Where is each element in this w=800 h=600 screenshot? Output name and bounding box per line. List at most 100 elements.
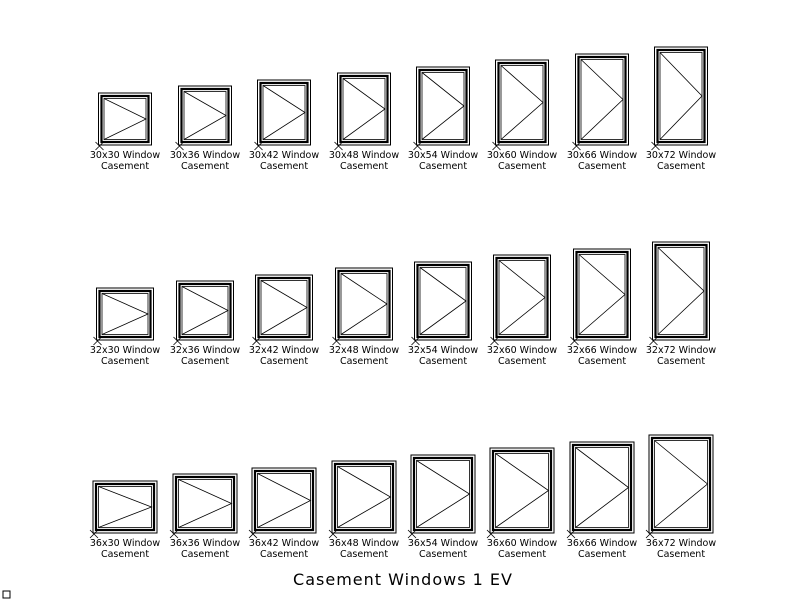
insertion-point-marker bbox=[651, 141, 660, 151]
window-label-type: Casement bbox=[260, 161, 308, 172]
window-label-size: 32x72 Window bbox=[646, 345, 717, 356]
window-label-type: Casement bbox=[260, 549, 308, 560]
window-label-type: Casement bbox=[578, 549, 626, 560]
window-outer-frame bbox=[575, 53, 629, 146]
swing-indicator bbox=[419, 267, 467, 335]
insertion-point-marker bbox=[175, 141, 184, 151]
window-label-size: 36x48 Window bbox=[329, 538, 400, 549]
window-sash bbox=[577, 55, 627, 144]
window-sash bbox=[495, 256, 549, 339]
insertion-point-marker bbox=[486, 529, 496, 539]
window-sash bbox=[650, 436, 712, 532]
window-outer-frame bbox=[96, 287, 154, 341]
window-sash bbox=[337, 269, 391, 339]
window-label-size: 36x42 Window bbox=[249, 538, 320, 549]
window-label-size: 32x66 Window bbox=[567, 345, 638, 356]
window-outer-frame bbox=[652, 241, 710, 341]
window-outer-frame bbox=[493, 254, 551, 341]
window-label-size: 36x66 Window bbox=[567, 538, 638, 549]
window-label-type: Casement bbox=[657, 549, 705, 560]
corner-marker bbox=[2, 590, 11, 599]
window-glass bbox=[257, 473, 311, 528]
window-sash bbox=[100, 94, 150, 144]
window-sash bbox=[257, 276, 311, 339]
insertion-point-marker bbox=[89, 529, 99, 539]
window-outer-frame bbox=[92, 480, 158, 534]
window-outer-frame bbox=[331, 460, 397, 534]
window-glass bbox=[580, 59, 624, 140]
swing-indicator bbox=[495, 453, 550, 528]
window-label-type: Casement bbox=[340, 356, 388, 367]
window-glass bbox=[260, 280, 308, 335]
window-sash bbox=[571, 443, 633, 532]
window-glass bbox=[178, 479, 232, 528]
window-sash bbox=[575, 250, 629, 339]
swing-indicator bbox=[580, 59, 624, 140]
window-sash bbox=[174, 475, 236, 532]
window-outer-frame bbox=[414, 261, 472, 341]
window-glass bbox=[181, 286, 229, 335]
window-label-size: 30x72 Window bbox=[646, 150, 717, 161]
window-glass bbox=[657, 247, 705, 335]
insertion-point-marker bbox=[411, 336, 420, 346]
window-glass bbox=[421, 72, 465, 140]
swing-indicator bbox=[416, 460, 471, 528]
window-outer-frame bbox=[410, 454, 476, 534]
insertion-point-marker bbox=[334, 141, 343, 151]
window-sash bbox=[253, 469, 315, 532]
window-label-type: Casement bbox=[498, 356, 546, 367]
page-title: Casement Windows 1 EV bbox=[293, 570, 513, 589]
swing-indicator bbox=[575, 447, 630, 528]
window-label-size: 36x30 Window bbox=[90, 538, 161, 549]
insertion-point-marker bbox=[252, 336, 261, 346]
window-label-size: 30x60 Window bbox=[487, 150, 558, 161]
window-label-type: Casement bbox=[498, 549, 546, 560]
swing-indicator bbox=[181, 286, 229, 335]
window-label-size: 32x48 Window bbox=[329, 345, 400, 356]
swing-indicator bbox=[260, 280, 308, 335]
window-outer-frame bbox=[335, 267, 393, 341]
window-outer-frame bbox=[416, 66, 470, 146]
window-label-size: 36x36 Window bbox=[170, 538, 241, 549]
window-label-size: 32x54 Window bbox=[408, 345, 479, 356]
window-glass bbox=[578, 254, 626, 335]
window-label-type: Casement bbox=[419, 356, 467, 367]
window-outer-frame bbox=[255, 274, 313, 341]
window-sash bbox=[180, 87, 230, 144]
window-outer-frame bbox=[251, 467, 317, 534]
window-sash bbox=[654, 243, 708, 339]
window-label-size: 30x30 Window bbox=[90, 150, 161, 161]
window-sash bbox=[339, 74, 389, 144]
swing-indicator bbox=[262, 85, 306, 140]
insertion-point-marker bbox=[570, 336, 579, 346]
insertion-point-marker bbox=[572, 141, 581, 151]
window-glass bbox=[654, 440, 708, 528]
window-sash bbox=[656, 48, 706, 144]
window-label-size: 32x36 Window bbox=[170, 345, 241, 356]
insertion-point-marker bbox=[566, 529, 576, 539]
window-glass bbox=[416, 460, 470, 528]
window-label-size: 32x60 Window bbox=[487, 345, 558, 356]
window-outer-frame bbox=[337, 72, 391, 146]
window-label-type: Casement bbox=[657, 161, 705, 172]
window-label-type: Casement bbox=[419, 549, 467, 560]
insertion-point-marker bbox=[254, 141, 263, 151]
window-sash bbox=[412, 456, 474, 532]
window-label-size: 30x42 Window bbox=[249, 150, 320, 161]
window-outer-frame bbox=[495, 59, 549, 146]
